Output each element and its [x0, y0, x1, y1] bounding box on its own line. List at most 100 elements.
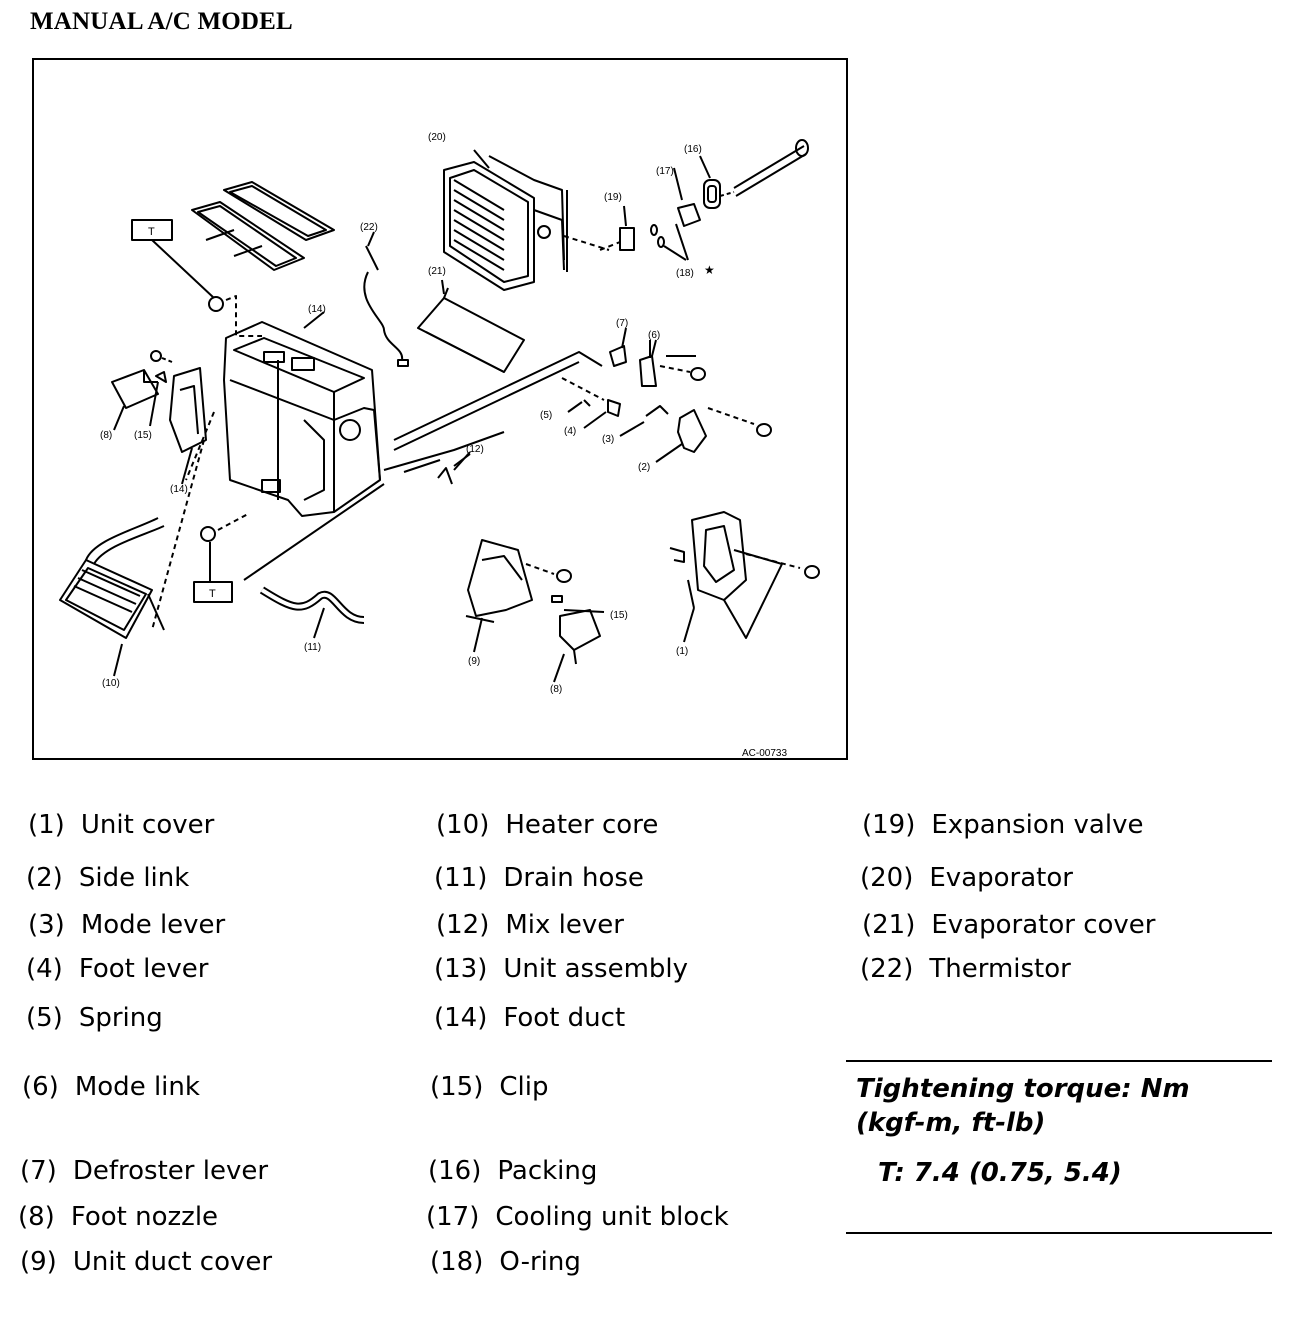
legend-label: Mode lever: [80, 910, 226, 940]
torque-box-lower: [193, 581, 233, 603]
legend-number: (17): [426, 1202, 480, 1232]
legend-item: (2) Side link: [26, 863, 189, 893]
legend-label: Foot nozzle: [70, 1202, 219, 1232]
legend-item: (13)Unit assembly: [434, 954, 688, 984]
callout-18: (18): [676, 268, 694, 279]
callout-7: (7): [616, 318, 628, 329]
defroster-lever-drawing: [609, 345, 627, 367]
torque-rule-top: [846, 1060, 1272, 1062]
callout-15-lower: (15): [610, 610, 628, 621]
callout-11: (11): [304, 642, 321, 653]
legend-number: (12): [436, 910, 490, 940]
torque-heading-line1: Tightening torque: Nm: [856, 1074, 1190, 1104]
legend-item: (16)Packing: [428, 1156, 597, 1186]
legend-number: (9): [20, 1247, 57, 1277]
torque-box-lower-label: T: [209, 588, 216, 600]
unit-assembly-drawing: [223, 321, 381, 517]
callout-8-lower: (8): [550, 684, 562, 695]
legend-item: (20)Evaporator: [860, 863, 1073, 893]
legend-label: Cooling unit block: [495, 1202, 729, 1232]
legend-item: (17) Cooling unit block: [426, 1202, 729, 1232]
legend-number: (6): [22, 1072, 59, 1102]
legend-number: (19): [862, 810, 916, 840]
cooling-unit-block-drawing: [677, 203, 701, 227]
foot-nozzle-upper-drawing: [111, 369, 159, 409]
callout-14: (14): [170, 484, 188, 495]
legend-number: (8): [18, 1202, 55, 1232]
legend-label: Mode link: [74, 1072, 200, 1102]
bolt-icon: [208, 296, 224, 312]
evaporator-cover-drawing: [417, 287, 525, 373]
legend-number: (5): [26, 1003, 63, 1033]
callout-16: (16): [684, 144, 702, 155]
foot-duct-drawing: [169, 367, 207, 453]
callout-19: (19): [604, 192, 622, 203]
callout-2: (2): [638, 462, 650, 473]
star-mark: ★: [704, 263, 715, 277]
legend-number: (22): [860, 954, 914, 984]
legend-item: (10)Heater core: [436, 810, 658, 840]
packing-drawing: [703, 179, 721, 209]
callout-12: (12): [466, 444, 484, 455]
legend-label: Heater core: [505, 810, 659, 840]
unit-duct-cover-drawing: [465, 539, 533, 623]
torque-heading-line2: (kgf-m, ft-lb): [856, 1108, 1046, 1138]
legend-number: (7): [20, 1156, 57, 1186]
legend-number: (15): [430, 1072, 484, 1102]
legend-item: (12)Mix lever: [436, 910, 624, 940]
clip-upper-drawing: [155, 371, 167, 383]
callout-8-upper: (8): [100, 430, 112, 441]
legend-number: (4): [26, 954, 63, 984]
callout-5: (5): [540, 410, 552, 421]
torque-rule-bottom: [846, 1232, 1272, 1234]
foot-lever-drawing: [607, 399, 621, 417]
legend-number: (16): [428, 1156, 482, 1186]
exploded-diagram-drawing: (20) (19) (17) (16) (18) ★ (22) (21) (14…: [59, 132, 820, 758]
callout-4: (4): [564, 426, 576, 437]
legend-number: (1): [28, 810, 65, 840]
legend-item: (14)Foot duct: [434, 1003, 625, 1033]
legend-number: (21): [862, 910, 916, 940]
heater-core-drawing: [59, 517, 165, 639]
callout-13: (14): [308, 304, 326, 315]
legend-label: Evaporator cover: [931, 910, 1156, 940]
legend-item: (22) Thermistor: [860, 954, 1071, 984]
legend-item: (3) Mode lever: [28, 910, 225, 940]
thermistor-drawing: [363, 245, 409, 367]
legend-item: (7) Defroster lever: [20, 1156, 268, 1186]
unit-cover-drawing: [669, 511, 783, 639]
legend-number: (14): [434, 1003, 488, 1033]
legend-item: (21) Evaporator cover: [862, 910, 1156, 940]
legend-label: Unit cover: [80, 810, 215, 840]
callout-3: (3): [602, 434, 614, 445]
legend-label: Side link: [78, 863, 190, 893]
legend-label: Defroster lever: [72, 1156, 269, 1186]
legend-number: (20): [860, 863, 914, 893]
callout-6: (6): [648, 330, 660, 341]
legend-number: (3): [28, 910, 65, 940]
legend-label: Clip: [499, 1072, 549, 1102]
legend-item: (4)Foot lever: [26, 954, 208, 984]
legend-item: (18)O-ring: [430, 1247, 581, 1277]
callout-15-upper: (15): [134, 430, 152, 441]
exploded-diagram: (20) (19) (17) (16) (18) ★ (22) (21) (14…: [32, 58, 848, 760]
evaporator-drawing: [443, 155, 565, 291]
mode-lever-drawing: [645, 405, 669, 417]
legend-item: (19) Expansion valve: [862, 810, 1143, 840]
callout-21: (21): [428, 266, 446, 277]
spring-drawing: [583, 399, 591, 407]
legend-number: (18): [430, 1247, 484, 1277]
legend-item: (11)Drain hose: [434, 863, 644, 893]
legend-label: Drain hose: [503, 863, 644, 893]
screw-icon: [690, 367, 706, 381]
legend-number: (2): [26, 863, 63, 893]
mode-link-drawing: [639, 355, 657, 387]
callout-22: (22): [360, 222, 378, 233]
legend-label: Expansion valve: [931, 810, 1144, 840]
legend-item: (9)Unit duct cover: [20, 1247, 272, 1277]
legend-item: (1) Unit cover: [28, 810, 214, 840]
legend-label: Thermistor: [929, 954, 1071, 984]
filter-frame-upper: [223, 181, 335, 241]
legend-label: Unit assembly: [503, 954, 689, 984]
torque-box-upper-label: T: [148, 226, 155, 238]
